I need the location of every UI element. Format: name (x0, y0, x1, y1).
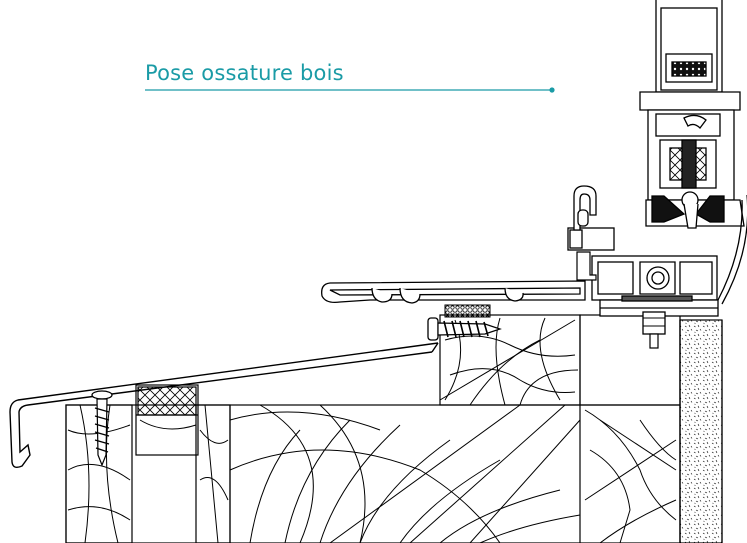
sash-profile (639, 0, 747, 305)
timber-frame (65, 314, 681, 543)
page-title: Pose ossature bois (145, 61, 344, 85)
wood-grain-upper (439, 317, 579, 406)
title-underline-end-dot (549, 87, 555, 93)
frame-profile (567, 227, 719, 317)
wood-grain-right (584, 409, 677, 543)
insulation-wall (679, 319, 723, 543)
drip-flashing (9, 342, 439, 469)
batten-crosshatch (137, 386, 197, 416)
glazing-clip (573, 185, 597, 231)
wood-grain-lower (229, 404, 581, 543)
screw-left (91, 390, 113, 467)
anchor-bolt (642, 311, 666, 349)
wood-grain-posts (67, 404, 229, 543)
screw-sill (427, 317, 502, 341)
sill-profile (321, 280, 586, 304)
frame-leg (576, 251, 597, 281)
foam-tape (444, 304, 491, 318)
